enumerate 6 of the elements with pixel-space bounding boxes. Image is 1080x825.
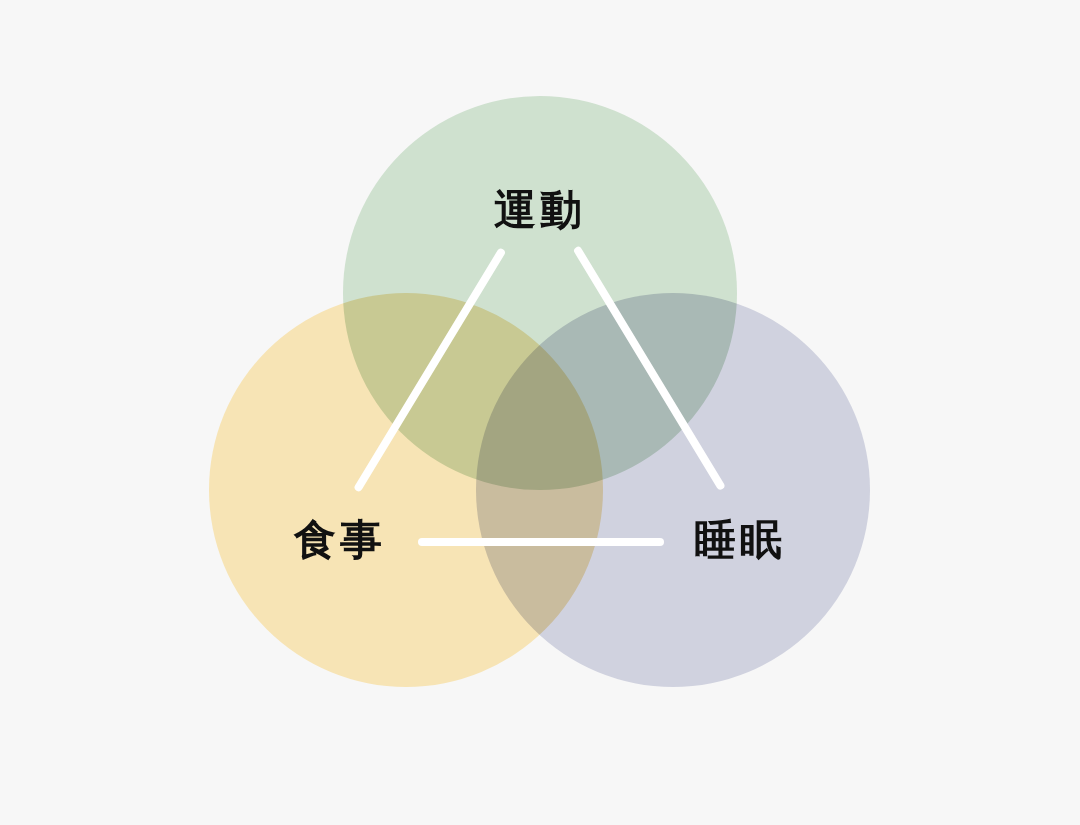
circle-label: 食事 [294,516,386,564]
connector-line [574,246,725,490]
circle-label: 睡眠 [694,516,786,564]
circle-label: 運動 [494,186,586,234]
connector-line [354,248,505,492]
connector-line [418,538,664,546]
